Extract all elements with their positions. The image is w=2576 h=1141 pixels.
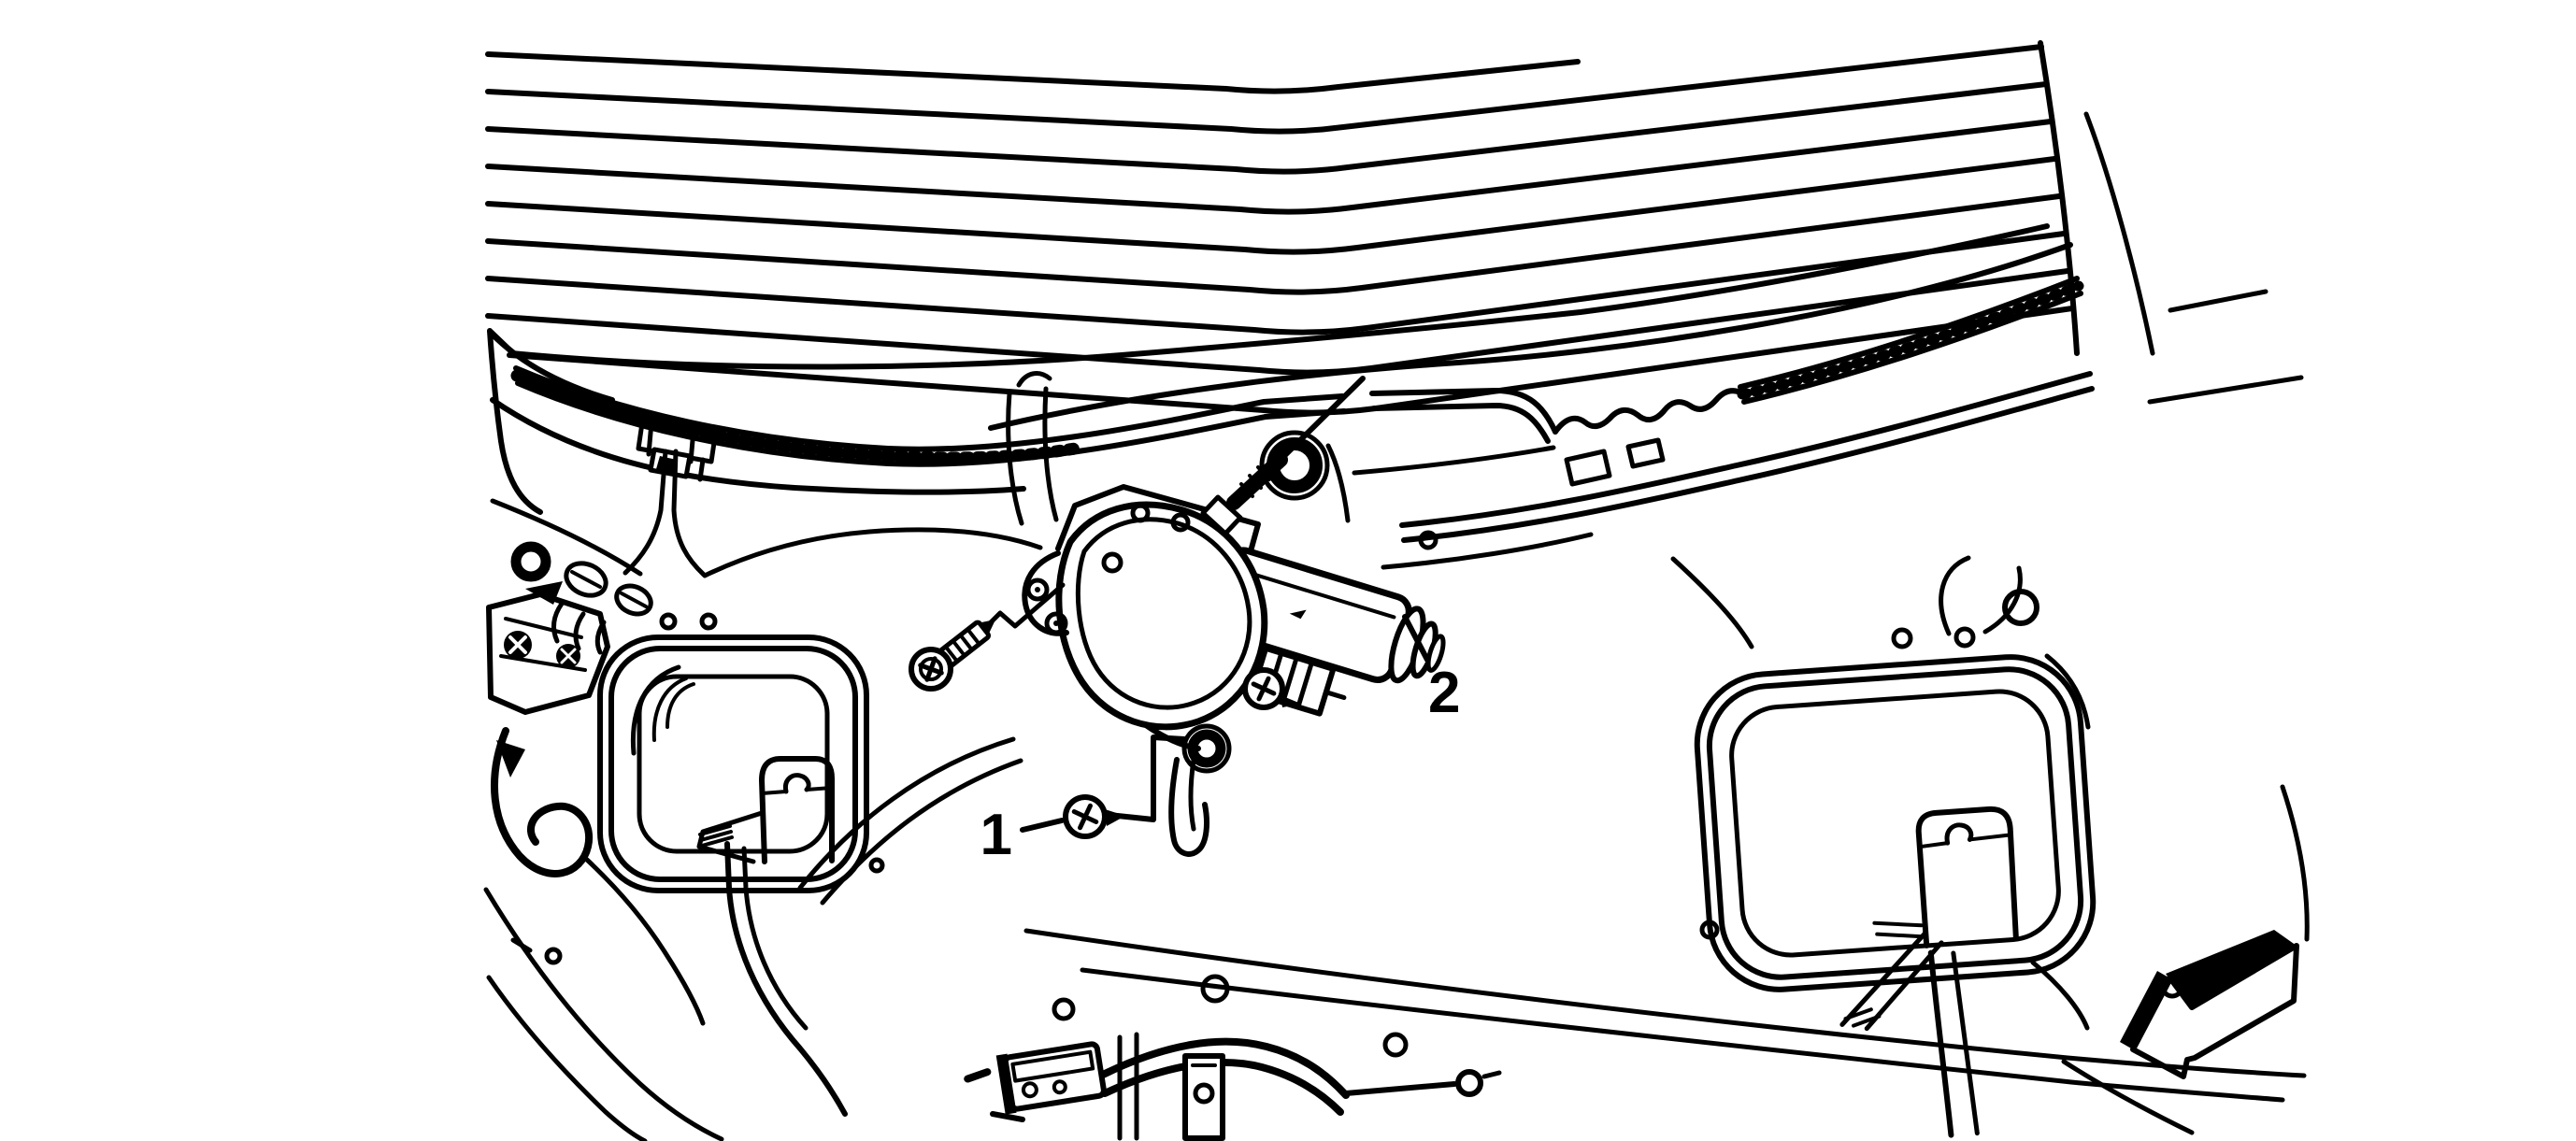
loose-mount-bolt	[909, 582, 1066, 692]
motor-gear-housing	[1055, 501, 1268, 731]
left-latch-assembly	[486, 541, 653, 877]
wiper-motor-assembly	[909, 376, 1446, 857]
motor-bracket	[1022, 484, 1261, 857]
left-access-opening	[597, 635, 869, 1117]
harness-zigzag	[1553, 388, 1743, 435]
callout-2: 2	[1402, 614, 1460, 725]
motor-mount-screw	[1242, 667, 1301, 710]
defroster-grid-lines	[485, 44, 2075, 416]
shaft-grommet	[1259, 430, 1330, 501]
panel-contours	[483, 111, 2310, 1141]
bottom-latch-assembly	[964, 1032, 1502, 1141]
rear-glass-edge	[487, 40, 2080, 515]
beltline-clip	[636, 414, 719, 482]
direction-arrow-icon	[2120, 930, 2299, 1079]
callout-2-leader	[1402, 614, 1430, 663]
callout-2-label: 2	[1428, 661, 1460, 725]
right-garnish	[1399, 276, 2095, 543]
callout-1-label: 1	[980, 803, 1012, 867]
callout-1-screw	[1063, 794, 1125, 839]
right-access-opening	[1694, 654, 2097, 1138]
bracket-pivot-grommet	[1187, 729, 1226, 768]
callout-1: 1	[980, 735, 1187, 867]
